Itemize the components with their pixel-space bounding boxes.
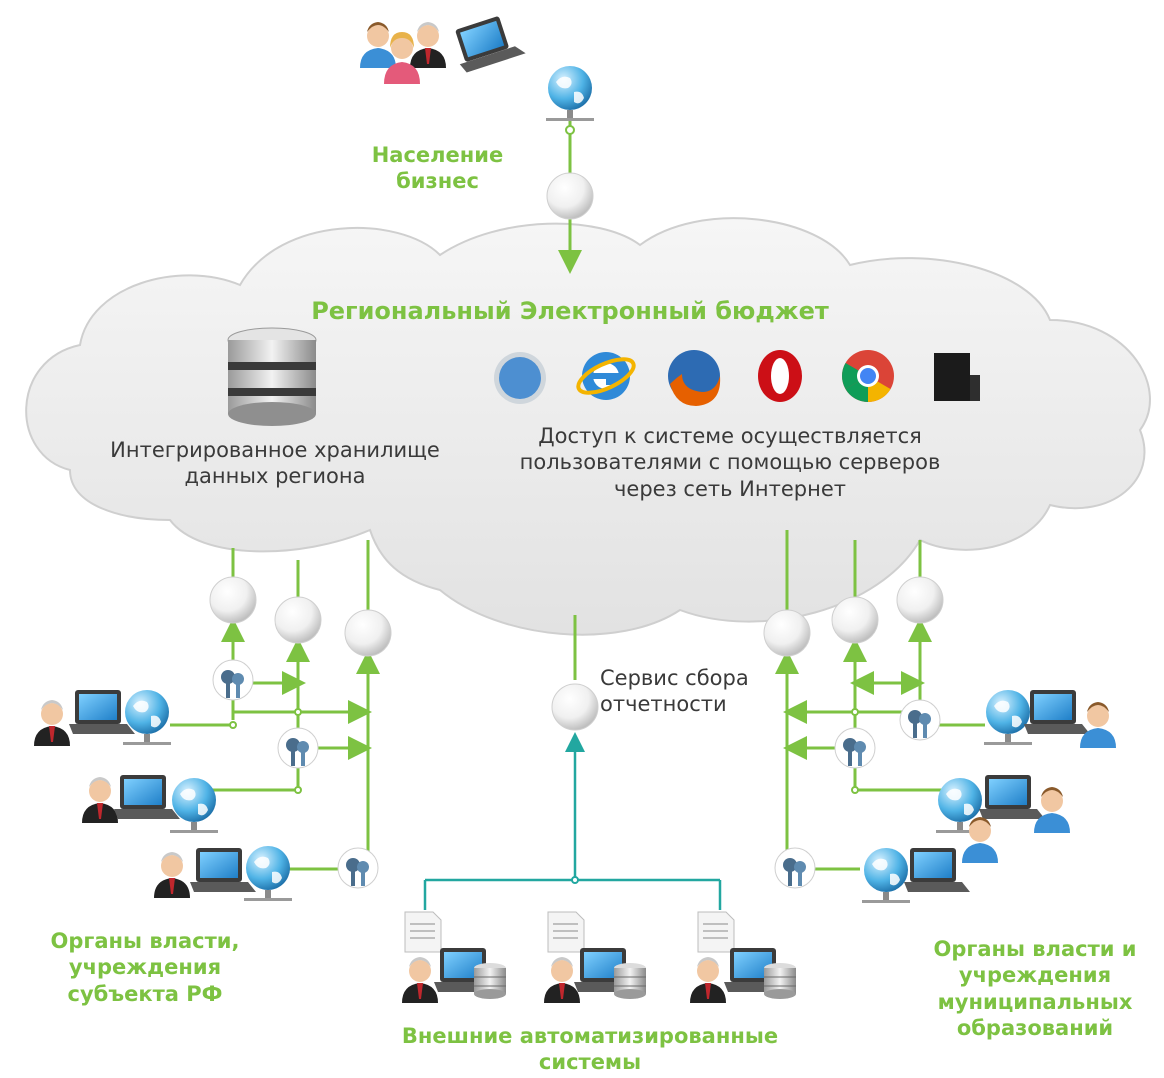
external-system-3 xyxy=(690,911,797,1003)
junction-dots xyxy=(229,125,924,884)
population-group-icon xyxy=(360,11,526,84)
terminal-icon xyxy=(934,353,980,401)
firefox-icon xyxy=(668,350,721,406)
left-workstation-2 xyxy=(82,775,218,833)
population-label: Население бизнес xyxy=(371,143,504,194)
bottom-group-label: Внешние автоматизированные системы xyxy=(401,1024,779,1075)
chrome-icon xyxy=(842,350,894,402)
right-group-label: Органы власти и учреждения муниципальных… xyxy=(933,937,1137,1040)
access-text: Доступ к системе осуществляется пользова… xyxy=(519,424,941,501)
left-group-label: Органы власти, учреждения субъекта РФ xyxy=(50,929,240,1006)
cloud-title: Региональный Электронный бюджет xyxy=(311,297,829,325)
ie-icon xyxy=(576,352,636,400)
external-system-1 xyxy=(402,911,507,1003)
right-workstation-1 xyxy=(984,690,1116,748)
left-workstation-1 xyxy=(34,690,171,746)
left-workstation-3 xyxy=(154,846,292,901)
external-system-2 xyxy=(544,911,647,1003)
cloud xyxy=(25,217,1151,636)
external-systems-connector xyxy=(423,732,722,910)
service-label: Сервис сбора отчетности xyxy=(600,666,749,717)
globe-icon xyxy=(546,66,594,121)
safari-icon xyxy=(494,352,546,404)
opera-icon xyxy=(758,350,802,402)
right-workstation-2 xyxy=(936,775,1070,863)
database-icon xyxy=(227,327,317,426)
storage-label: Интегрированное хранилище данных региона xyxy=(110,438,440,489)
right-workstation-3 xyxy=(862,848,970,903)
